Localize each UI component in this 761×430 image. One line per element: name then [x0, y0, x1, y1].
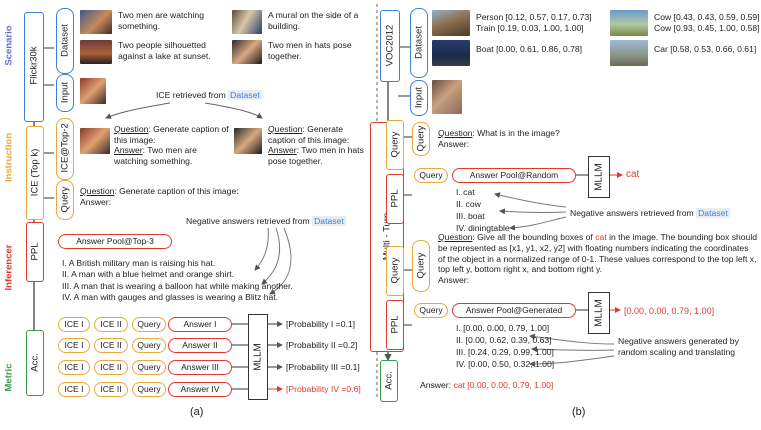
ppl-box-left: PPL [26, 222, 44, 282]
row-answer-pill: Answer III [168, 360, 232, 375]
stage-scenario: Scenario [3, 25, 15, 66]
voc-objects-3: Boat [0.00, 0.61, 0.86, 0.78] [476, 44, 583, 54]
query-pill-right-1: Query [414, 168, 448, 183]
generated-answers: I. [0.00, 0.00, 0.79, 1.00] II. [0.00, 0… [456, 323, 555, 369]
row-ice1-pill: ICE I [58, 338, 90, 353]
query-text-right-2: Question: Give all the bounding boxes of… [438, 232, 758, 286]
row-ice1-pill: ICE I [58, 360, 90, 375]
caption-b: (b) [572, 406, 586, 418]
dataset-caption-3: Two people silhouetted against a lake at… [118, 40, 211, 61]
row-ice1-pill: ICE I [58, 382, 90, 397]
stage-inferencer: Inferencer [3, 244, 15, 291]
ice-text-1: Question: Generate caption of this image… [114, 124, 229, 166]
dataset-name-box-right: VOC2012 [380, 10, 400, 82]
ice-image-2 [234, 128, 262, 154]
dataset-image-1 [80, 10, 112, 34]
row-ice2-pill: ICE II [94, 338, 128, 353]
voc-image-2 [610, 10, 648, 36]
row-query-pill: Query [132, 382, 166, 397]
ppl-box-right-1: PPL [386, 174, 404, 224]
row-ice1-pill: ICE I [58, 317, 90, 332]
caption-a: (a) [190, 406, 204, 418]
row-answer-pill: Answer I [168, 317, 232, 332]
query-text-right-1: Question: What is in the image? Answer: [438, 128, 560, 149]
query-pill-right-2: Query [414, 303, 448, 318]
dataset-image-2 [232, 10, 262, 34]
acc-box-left: Acc. [26, 330, 44, 396]
row-query-pill: Query [132, 360, 166, 375]
mllm-box-left: MLLM [248, 314, 268, 400]
answer-list-left: I. A British military man is raising his… [62, 258, 293, 303]
result-cat: cat [626, 169, 640, 180]
voc-image-4 [610, 40, 648, 66]
query-box-right-1: Query [386, 120, 404, 170]
answer-pool-generated: Answer Pool@Generated [452, 303, 576, 318]
row-answer-pill: Answer IV [168, 382, 232, 397]
ppl-box-right-2: PPL [386, 300, 404, 350]
row-probability: [Probability I =0.1] [286, 319, 356, 329]
random-answers: I. cat II. cow III. boat IV. diningtable [456, 187, 510, 233]
row-query-pill: Query [132, 317, 166, 332]
row-ice2-pill: ICE II [94, 382, 128, 397]
input-label-box: Input [56, 74, 74, 112]
row-probability: [Probability IV =0.6] [286, 384, 361, 394]
voc-objects-2: Cow [0.43, 0.43, 0.59, 0.59]Cow [0.93, 0… [654, 12, 760, 33]
neg-label-right-1: Negative answers retrieved from Dataset [570, 208, 730, 218]
dataset-image-4 [232, 40, 262, 64]
ice-text-2: Question: Generate caption of this image… [268, 124, 364, 166]
stage-instruction: Instruction [3, 132, 15, 183]
final-answer: Answer: cat [0.00, 0.00, 0.79, 1.00] [420, 380, 554, 390]
dataset-caption-2: A mural on the side of a building. [268, 10, 359, 31]
result-bbox: [0.00, 0.00, 0.79, 1.00] [624, 306, 715, 316]
dataset-label-box: Dataset [56, 8, 74, 74]
dataset-name-box: Flickr30k [24, 12, 44, 122]
row-ice2-pill: ICE II [94, 317, 128, 332]
query-box-right-2: Query [386, 246, 404, 296]
ice-retrieved-label: ICE retrieved from Dataset [156, 90, 262, 100]
voc-objects-1: Person [0.12, 0.57, 0.17, 0.73]Train [0.… [476, 12, 592, 33]
acc-box-right: Acc. [380, 360, 398, 402]
ice-topk-box: ICE (Top k) [26, 126, 44, 220]
row-probability: [Probability II =0.2] [286, 340, 358, 350]
voc-objects-4: Car [0.58, 0.53, 0.66, 0.61] [654, 44, 757, 54]
answer-pool-top3: Answer Pool@Top-3 [58, 234, 172, 249]
neg-label-right-2: Negative answers generated by random sca… [618, 336, 739, 357]
mllm-box-right-2: MLLM [588, 292, 610, 334]
stage-metric: Metric [3, 363, 15, 392]
mllm-box-right-1: MLLM [588, 156, 610, 198]
voc-image-1 [432, 10, 470, 36]
query-label-right-1: Query [412, 122, 430, 156]
neg-label-left: Negative answers retrieved from Dataset [186, 216, 346, 226]
dataset-image-3 [80, 40, 112, 64]
dataset-caption-1: Two men are watching something. [118, 10, 204, 31]
query-text-left: Question: Generate caption of this image… [80, 186, 239, 207]
row-query-pill: Query [132, 338, 166, 353]
row-ice2-pill: ICE II [94, 360, 128, 375]
voc-image-3 [432, 40, 470, 66]
dataset-caption-4: Two men in hats pose together. [268, 40, 352, 61]
query-box-left: Query [56, 180, 74, 220]
query-label-right-2: Query [412, 240, 430, 292]
dataset-label-box-right: Dataset [410, 8, 428, 78]
input-image-right [432, 80, 462, 114]
ice-image-1 [80, 128, 110, 154]
row-probability: [Probability III =0.1] [286, 362, 360, 372]
answer-pool-random: Answer Pool@Random [452, 168, 576, 183]
input-image [80, 78, 106, 104]
ice-top2-box: ICE@Top-2 [56, 118, 74, 180]
row-answer-pill: Answer II [168, 338, 232, 353]
input-label-box-right: Input [410, 80, 428, 116]
